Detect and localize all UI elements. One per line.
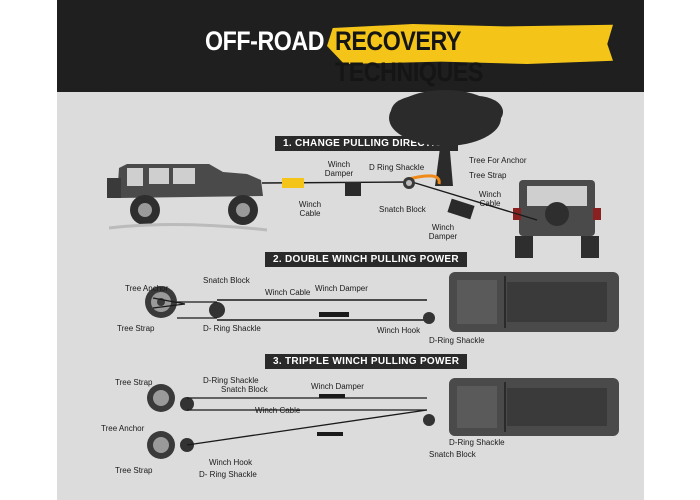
- title-recovery-techniques: RECOVERY TECHNIQUES: [335, 26, 483, 87]
- jeep-side-view: [107, 164, 268, 232]
- section-1-cables: [261, 174, 538, 221]
- label-winch-hook-2: Winch Hook: [377, 326, 421, 335]
- label-winch-cable-3: Winch Cable: [255, 406, 301, 415]
- label-winch-damper-1: Winch Damper: [324, 160, 354, 178]
- infographic-canvas: OFF-ROAD RECOVERY TECHNIQUES 1. CHANGE P…: [57, 0, 644, 500]
- label-winch-cable-2: Winch Cable: [478, 190, 502, 208]
- diagram-illustrations: [107, 90, 619, 459]
- label-snatch-block-1: Snatch Block: [379, 205, 426, 214]
- label-winch-cable-1: Winch Cable: [298, 200, 322, 218]
- title-off-road: OFF-ROAD: [205, 26, 325, 56]
- label-d-ring-shackle-2-left: D- Ring Shackle: [203, 324, 261, 333]
- label-d-ring-shackle: D Ring Shackle: [369, 163, 425, 172]
- label-d-ring-shackle-3-bottom: D- Ring Shackle: [199, 470, 257, 479]
- label-snatch-block-2: Snatch Block: [203, 276, 250, 285]
- label-tree-strap-3-bottom: Tree Strap: [115, 466, 153, 475]
- label-winch-hook-3: Winch Hook: [209, 458, 253, 467]
- label-tree-anchor-2: Tree Anchor: [125, 284, 169, 293]
- label-snatch-block-3-right: Snatch Block: [429, 450, 476, 459]
- section-2-title: 2. DOUBLE WINCH PULLING POWER: [265, 252, 467, 267]
- label-winch-cable-2b: Winch Cable: [265, 288, 311, 297]
- label-tree-for-anchor: Tree For Anchor: [469, 156, 527, 165]
- title-highlight: [327, 24, 613, 64]
- label-tree-strap-3-top: Tree Strap: [115, 378, 153, 387]
- label-d-ring-shackle-2-right: D-Ring Shackle: [429, 336, 485, 345]
- jeep-rear-view: [513, 180, 601, 258]
- section-3-graphics: [147, 378, 619, 459]
- header-torn-edge: [57, 74, 644, 92]
- label-winch-damper-2b: Winch Damper: [315, 284, 368, 293]
- label-tree-strap-2: Tree Strap: [117, 324, 155, 333]
- label-d-ring-shackle-3-top: D-Ring Shackle: [203, 376, 259, 385]
- label-tree-anchor-3: Tree Anchor: [101, 424, 145, 433]
- label-winch-damper-3: Winch Damper: [311, 382, 364, 391]
- section-3-title: 3. TRIPPLE WINCH PULLING POWER: [265, 354, 468, 369]
- label-d-ring-shackle-3-right: D-Ring Shackle: [449, 438, 505, 447]
- tree-illustration: [389, 90, 503, 186]
- label-tree-strap-1: Tree Strap: [469, 171, 507, 180]
- label-snatch-block-3-top: Snatch Block: [221, 385, 268, 394]
- section-2-graphics: [145, 272, 619, 332]
- label-winch-damper-2: Winch Damper: [428, 223, 458, 241]
